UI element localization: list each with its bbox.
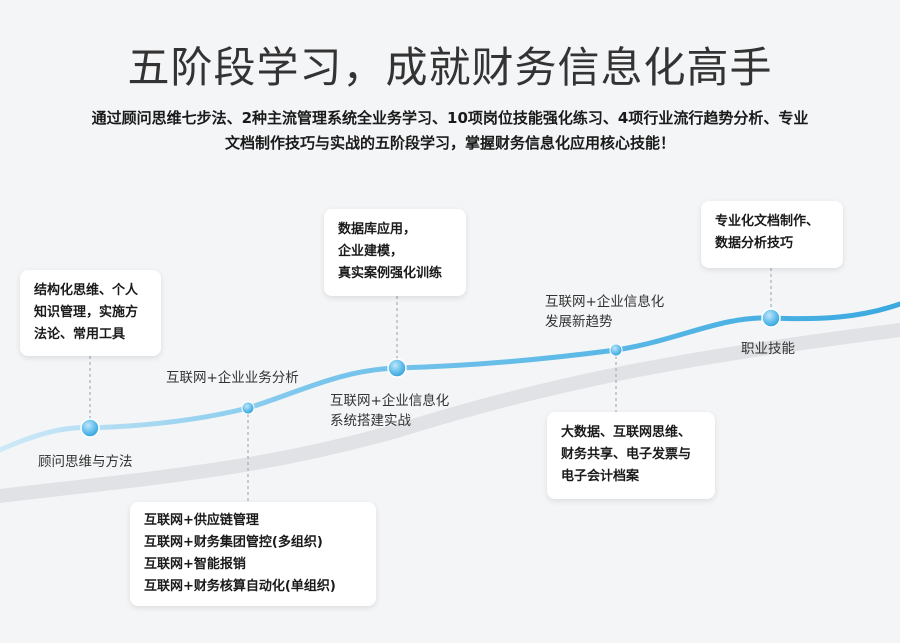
stage-1-card-line: 结构化思维、个人 — [34, 283, 139, 298]
stage-5-card: 专业化文档制作、 数据分析技巧 — [701, 201, 843, 268]
page-title: 五阶段学习，成就财务信息化高手 — [127, 43, 773, 92]
stage-5-label-line: 职业技能 — [741, 341, 795, 357]
page-subtitle: 通过顾问思维七步法、2种主流管理系统全业务学习、10项岗位技能强化练习、4项行业… — [40, 106, 860, 156]
stage-2-card: 互联网+供应链管理 互联网+财务集团管控(多组织) 互联网+智能报销 互联网+财… — [130, 502, 376, 606]
stage-3-label: 互联网+企业信息化 系统搭建实战 — [330, 391, 449, 431]
stage-node-3 — [387, 358, 407, 378]
stage-2-label: 互联网+企业业务分析 — [166, 368, 299, 388]
stage-1-card-line: 法论、常用工具 — [34, 327, 126, 342]
stage-1-label-line: 顾问思维与方法 — [38, 454, 133, 470]
stage-2-card-line: 互联网+智能报销 — [144, 557, 246, 572]
stage-4-card: 大数据、互联网思维、 财务共享、电子发票与 电子会计档案 — [547, 412, 715, 499]
stage-4-card-line: 电子会计档案 — [561, 469, 640, 484]
stage-5-card-line: 数据分析技巧 — [715, 236, 794, 251]
stage-4-label-line: 发展新趋势 — [545, 314, 613, 330]
stage-node-5 — [761, 308, 781, 328]
stage-2-card-line: 互联网+供应链管理 — [144, 513, 259, 528]
stage-3-card-line: 真实案例强化训练 — [338, 266, 443, 281]
stage-2-card-line: 互联网+财务核算自动化(单组织) — [144, 579, 336, 594]
stage-node-2 — [241, 401, 255, 415]
stage-3-label-line: 系统搭建实战 — [330, 413, 411, 429]
stage-node-4 — [609, 343, 623, 357]
stage-5-label: 职业技能 — [741, 339, 795, 359]
stage-1-label: 顾问思维与方法 — [38, 452, 133, 472]
shadow-curve — [0, 323, 900, 503]
stage-4-label-line: 互联网+企业信息化 — [545, 294, 665, 310]
subtitle-line-2: 文档制作技巧与实战的五阶段学习，掌握财务信息化应用核心技能！ — [224, 134, 675, 152]
subtitle-line-1: 通过顾问思维七步法、2种主流管理系统全业务学习、10项岗位技能强化练习、4项行业… — [91, 109, 809, 127]
stage-4-label: 互联网+企业信息化 发展新趋势 — [545, 292, 664, 332]
stage-5-card-line: 专业化文档制作、 — [715, 214, 820, 229]
stage-4-card-line: 财务共享、电子发票与 — [561, 447, 692, 462]
stage-3-card: 数据库应用， 企业建模， 真实案例强化训练 — [324, 209, 466, 296]
stage-3-card-line: 企业建模， — [338, 244, 404, 259]
stage-3-card-line: 数据库应用， — [338, 222, 417, 237]
stage-3-label-line: 互联网+企业信息化 — [330, 393, 450, 409]
stage-2-card-line: 互联网+财务集团管控(多组织) — [144, 535, 323, 550]
stage-4-card-line: 大数据、互联网思维、 — [561, 425, 692, 440]
stage-node-1 — [80, 418, 100, 438]
stage-1-card-line: 知识管理，实施方 — [34, 305, 139, 320]
stage-2-label-line: 互联网+企业业务分析 — [166, 370, 299, 386]
stage-1-card: 结构化思维、个人 知识管理，实施方 法论、常用工具 — [20, 270, 161, 356]
